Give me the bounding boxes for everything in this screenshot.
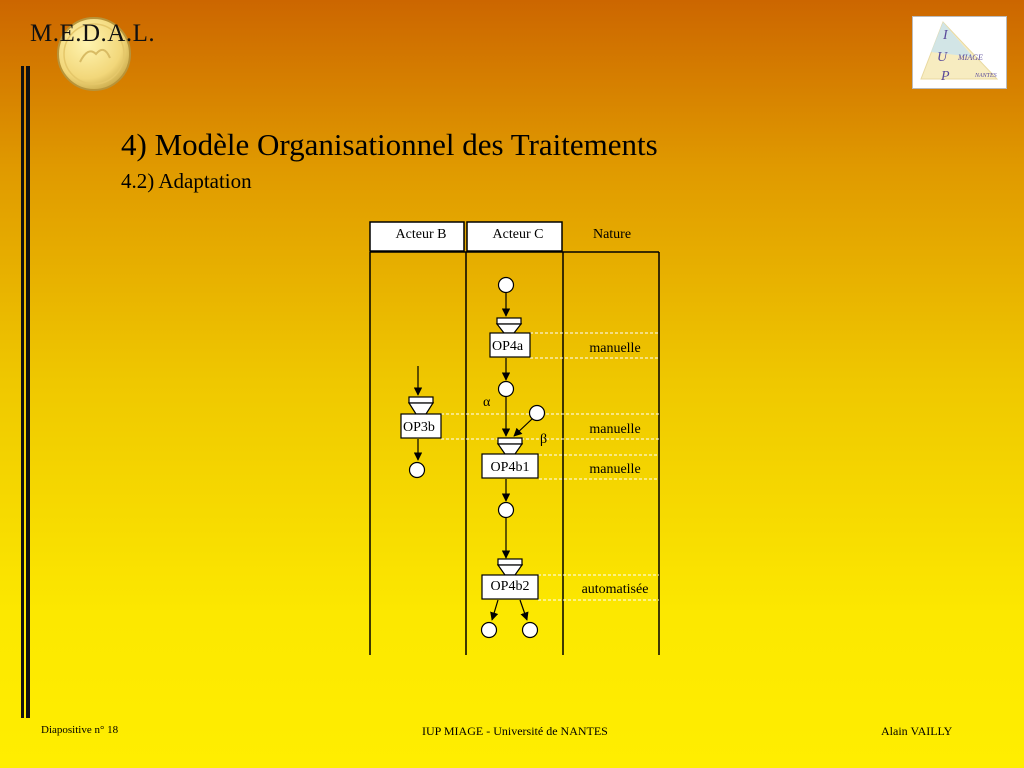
header-nature-label: Nature <box>593 227 631 242</box>
left-divider-bar-2 <box>26 66 30 718</box>
op4a-label: OP4a <box>492 339 524 354</box>
nature-op4a: manuelle <box>589 341 640 356</box>
header-acteur-c: Acteur C <box>466 221 563 252</box>
condition-alpha: α <box>483 395 491 410</box>
iup-miage-logo: I U P MIAGE NANTES <box>912 16 1007 89</box>
header-acteur-c-label: Acteur C <box>493 227 544 242</box>
logo-graphic: I U P MIAGE NANTES <box>920 21 999 84</box>
logo-letter-u: U <box>937 50 948 65</box>
event-end-c2 <box>521 621 539 639</box>
flow-arrow <box>513 418 533 437</box>
event-end-c1 <box>480 621 498 639</box>
logo-word-nantes: NANTES <box>974 73 997 79</box>
footer-author: Alain VAILLY <box>881 724 953 738</box>
flow-arrow <box>519 599 529 621</box>
sync-op4a <box>495 317 523 334</box>
operation-op3b: OP3b <box>400 413 442 439</box>
header-acteur-b-label: Acteur B <box>396 227 447 242</box>
event-start-c <box>497 276 515 294</box>
operation-op4b1: OP4b1 <box>481 453 539 479</box>
sync-op4b2 <box>496 558 524 576</box>
footer-institution: IUP MIAGE - Université de NANTES <box>422 724 608 738</box>
sync-op4b1 <box>496 437 524 455</box>
logo-letter-i: I <box>942 28 949 43</box>
logo-word-miage: MIAGE <box>957 53 983 62</box>
row-guides <box>441 332 659 601</box>
op3b-label: OP3b <box>403 420 435 435</box>
event-beta <box>528 404 546 422</box>
left-divider-bar <box>21 66 24 718</box>
sync-op3b <box>407 396 435 415</box>
brand-label: M.E.D.A.L. <box>30 20 156 47</box>
condition-beta: β <box>540 432 547 447</box>
slide-title: 4) Modèle Organisationnel des Traitement… <box>121 127 658 162</box>
footer-slide-number: Diapositive n° 18 <box>41 724 119 736</box>
operation-op4a: OP4a <box>489 332 531 358</box>
nature-op3b: manuelle <box>589 422 640 437</box>
nature-op4b1: manuelle <box>589 462 640 477</box>
op4b2-label: OP4b2 <box>491 579 530 594</box>
logo-letter-p: P <box>940 69 950 84</box>
slide-subtitle: 4.2) Adaptation <box>121 169 252 193</box>
nature-op4b2: automatisée <box>582 582 649 597</box>
flow-arrow <box>490 599 499 621</box>
event-after-op4b1 <box>497 501 515 519</box>
medal-coin-icon <box>57 17 131 91</box>
op4b1-label: OP4b1 <box>491 460 530 475</box>
operation-op4b2: OP4b2 <box>481 574 539 600</box>
event-end-b <box>408 461 426 479</box>
header-acteur-b: Acteur B <box>369 221 465 252</box>
event-alpha <box>497 380 515 398</box>
